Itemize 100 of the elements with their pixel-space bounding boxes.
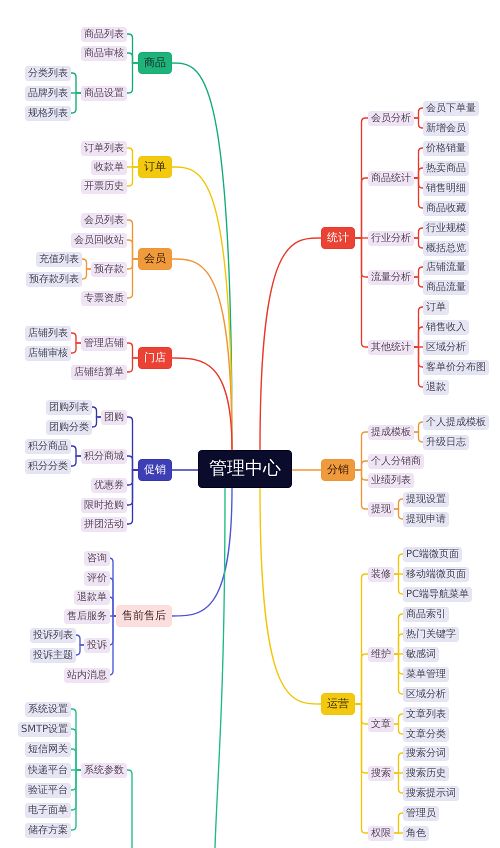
leaf-label: 电子面单 <box>25 802 71 818</box>
leaf-label: 储存方案 <box>25 822 71 838</box>
leaf-label: 新增会员 <box>423 120 469 136</box>
topic-node: 统计 <box>321 227 355 249</box>
connector-line <box>214 488 226 848</box>
connector-line <box>259 237 322 450</box>
subtopic-label: 行业分析 <box>368 230 414 246</box>
leaf-label: 提现设置 <box>403 492 449 506</box>
subtopic-label: 管理店铺 <box>81 336 127 350</box>
subtopic-label: 商品列表 <box>81 26 127 42</box>
leaf-label: 客单价分布图 <box>423 360 489 374</box>
connector-line <box>75 644 84 656</box>
leaf-label: 投诉列表 <box>30 628 76 642</box>
leaf-label: 搜索历史 <box>403 766 449 780</box>
connector-line <box>108 596 116 617</box>
subtopic-label: 商品设置 <box>81 86 127 100</box>
connector-line <box>108 615 116 676</box>
leaf-label: 文章分类 <box>403 726 449 742</box>
leaf-label: 系统设置 <box>25 702 71 716</box>
subtopic-label: 流量分析 <box>368 270 414 284</box>
connector-line <box>82 268 91 280</box>
leaf-label: 团购列表 <box>46 400 92 414</box>
subtopic-label: 限时抢购 <box>81 498 127 512</box>
subtopic-label: 商品统计 <box>368 170 414 186</box>
leaf-label: 短信网关 <box>25 742 71 756</box>
subtopic-label: 会员列表 <box>81 212 127 228</box>
subtopic-label: 拼团活动 <box>81 516 127 532</box>
leaf-label: 个人提成模板 <box>423 414 489 430</box>
topic-node: 门店 <box>138 347 172 369</box>
leaf-label: 商品流量 <box>423 280 469 294</box>
connector-line <box>414 117 424 129</box>
subtopic-label: 权限 <box>368 826 394 840</box>
subtopic-label: 提成模板 <box>368 424 414 440</box>
leaf-label: 管理员 <box>403 806 439 820</box>
leaf-label: 商品收藏 <box>423 200 469 216</box>
connector-line <box>127 357 138 373</box>
subtopic-label: 退款单 <box>74 590 110 604</box>
connector-line <box>414 276 424 288</box>
connector-line <box>71 342 81 354</box>
leaf-label: 投诉主题 <box>30 648 76 662</box>
subtopic-label: 评价 <box>84 570 110 586</box>
connector-line <box>127 166 138 187</box>
connector-line <box>394 723 404 735</box>
leaf-label: 积分分类 <box>25 458 71 474</box>
leaf-label: 充值列表 <box>36 252 82 266</box>
leaf-label: 销售收入 <box>423 320 469 334</box>
leaf-label: 分类列表 <box>25 66 71 80</box>
connector-line <box>71 92 81 114</box>
connector-line <box>92 416 101 428</box>
connector-line <box>259 488 322 705</box>
connector-line <box>394 653 404 695</box>
subtopic-label: 其他统计 <box>368 340 414 354</box>
leaf-label: 积分商品 <box>25 438 71 454</box>
leaf-label: 热卖商品 <box>423 160 469 176</box>
leaf-label: 品牌列表 <box>25 86 71 100</box>
subtopic-label: 系统参数 <box>81 762 127 778</box>
connector-line <box>394 573 404 595</box>
leaf-label: 订单 <box>423 300 449 314</box>
subtopic-label: 提现 <box>368 502 394 516</box>
topic-node: 分销 <box>321 459 355 481</box>
subtopic-label: 站内消息 <box>64 668 110 682</box>
connector-line <box>414 346 424 388</box>
leaf-label: 搜索分词 <box>403 746 449 760</box>
subtopic-label: 收款单 <box>91 160 127 174</box>
subtopic-label: 业绩列表 <box>368 472 414 488</box>
topic-node: 会员 <box>138 248 172 270</box>
subtopic-label: 投诉 <box>84 638 110 652</box>
leaf-label: 规格列表 <box>25 106 71 120</box>
leaf-label: 团购分类 <box>46 420 92 434</box>
leaf-label: 价格销量 <box>423 140 469 156</box>
leaf-label: 升级日志 <box>423 434 469 450</box>
subtopic-label: 文章 <box>368 716 394 732</box>
connector-line <box>292 469 321 471</box>
topic-node: 促销 <box>138 459 172 481</box>
leaf-label: 店铺列表 <box>25 326 71 340</box>
subtopic-label: 咨询 <box>84 550 110 566</box>
leaf-label: 行业规模 <box>423 220 469 236</box>
leaf-label: 提现申请 <box>403 512 449 526</box>
connector-line <box>127 469 138 525</box>
connector-line <box>71 769 81 831</box>
connector-line <box>414 237 424 249</box>
subtopic-label: 积分商城 <box>81 448 127 464</box>
leaf-label: 热门关键字 <box>403 626 459 642</box>
leaf-label: 区域分析 <box>423 340 469 354</box>
leaf-label: 概括总览 <box>423 240 469 256</box>
leaf-label: 退款 <box>423 380 449 394</box>
connector-line <box>172 469 198 471</box>
leaf-label: 移动端微页面 <box>403 566 469 582</box>
leaf-label: 快递平台 <box>25 762 71 778</box>
leaf-label: 搜索提示词 <box>403 786 459 800</box>
topic-node: 运营 <box>321 693 355 715</box>
connector-line <box>414 431 424 443</box>
leaf-label: PC端导航菜单 <box>403 586 472 602</box>
subtopic-label: 预存款 <box>91 262 127 276</box>
topic-node: 订单 <box>138 156 172 178</box>
subtopic-label: 开票历史 <box>81 178 127 194</box>
subtopic-label: 专票资质 <box>81 290 127 306</box>
connector-line <box>172 488 233 617</box>
leaf-label: 销售明细 <box>423 180 469 196</box>
subtopic-label: 个人分销商 <box>368 454 424 468</box>
